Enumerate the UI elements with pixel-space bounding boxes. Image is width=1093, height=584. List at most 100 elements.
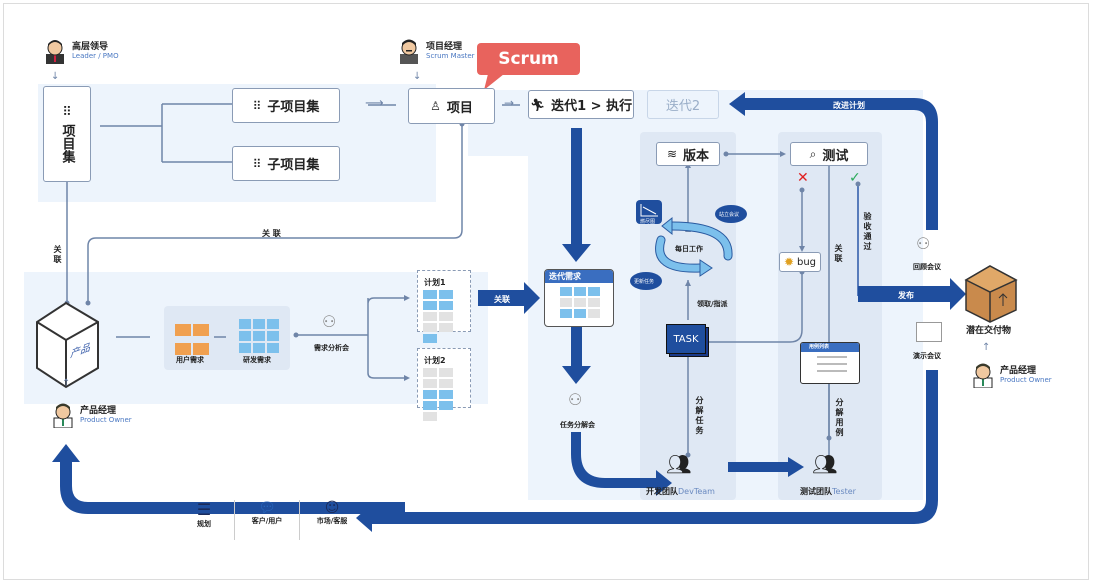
retro-meeting-icon: ⚇: [916, 234, 931, 253]
diagram-frame: [3, 3, 1089, 580]
dev-team-name: 开发团队: [646, 487, 678, 496]
dev-req-label: 研发需求: [243, 356, 271, 364]
test-team-label: 测试团队Tester: [800, 486, 856, 497]
update-task-label: 更新任务: [634, 279, 655, 285]
feedback-item[interactable]: ☺ 市场/客服: [306, 500, 358, 540]
test-team-en: Tester: [832, 487, 856, 496]
up-arrow-icon: ↑: [62, 378, 71, 389]
po-right-name: 产品经理: [1000, 365, 1037, 376]
divider: [234, 500, 235, 540]
grid-icon: ⠿: [252, 156, 262, 171]
grid-icon: ⠿: [62, 105, 72, 120]
po-right-subtitle: Product Owner: [1000, 375, 1052, 384]
bug-to-task: [708, 272, 803, 343]
list-icon: ☰: [196, 500, 212, 519]
claim-assign-label: 领取/指派: [697, 300, 728, 308]
improve-plan-label: 改进计划: [833, 101, 865, 110]
standup-label: 站立会议: [719, 212, 740, 218]
sm-down-arrow-icon: ↓: [413, 71, 422, 82]
divider: [299, 500, 300, 540]
user-req-label: 用户需求: [176, 356, 204, 364]
split-case-label: 分解用例: [835, 398, 844, 438]
sub-portfolio-box-2[interactable]: ⠿子项目集: [232, 146, 340, 181]
task-meeting-label: 任务分解会: [560, 421, 595, 429]
feedback-sources: ☰ 规划 💬︎ 客户/用户 ☺ 市场/客服: [180, 500, 358, 540]
plan-2-card[interactable]: 计划2: [417, 348, 471, 421]
role-product-owner-left: 产品经理 Product Owner: [52, 402, 132, 428]
product-owner-avatar-icon: [973, 363, 993, 388]
plan-1-label: 计划1: [424, 278, 446, 287]
deliverable-label: 潜在交付物: [966, 326, 1012, 336]
feedback-label: 市场/客服: [316, 517, 348, 525]
meeting-icon: ⚇: [568, 390, 583, 409]
link-arrow-label: 关联: [494, 295, 510, 304]
headset-icon: ☺: [324, 500, 340, 516]
project-box[interactable]: ♙ 项目: [408, 88, 495, 124]
scrum-master-avatar-icon: [400, 39, 418, 64]
layers-icon: ≋: [666, 147, 678, 161]
right-arrow-icon: ⟶: [365, 96, 384, 111]
burndown-label: 燃尽图: [640, 219, 656, 225]
test-box[interactable]: ⌕测试: [790, 142, 868, 166]
dev-team-icon: 👥︎: [666, 452, 692, 476]
chat-icon: 💬︎: [258, 500, 276, 516]
right-arrow-icon: →: [504, 96, 515, 110]
test-team-name: 测试团队: [800, 487, 832, 496]
project-label: 项目: [446, 100, 473, 116]
grid-icon: ⠿: [252, 98, 262, 113]
daily-work-label: 每日工作: [675, 245, 703, 253]
scrum-callout: Scrum: [477, 43, 580, 75]
iteration-1-label: 迭代1 > 执行: [551, 99, 633, 114]
scrum-master-name: 项目经理: [426, 41, 463, 52]
task-card[interactable]: TASK: [666, 324, 706, 354]
role-leader: 高层领导 Leader / PMO: [44, 38, 119, 64]
feedback-label: 客户/用户: [251, 517, 283, 525]
bug-box[interactable]: ✹bug: [779, 252, 821, 272]
iteration-1-box[interactable]: 🏃︎ 迭代1 > 执行: [528, 90, 634, 119]
test-link-label: 关联: [834, 244, 843, 264]
user-requirements-stickies: [174, 322, 210, 360]
portfolio-box[interactable]: ⠿ 项目集: [43, 86, 91, 182]
iteration-backlog-card[interactable]: 迭代需求: [544, 269, 614, 327]
split-task-label: 分解任务: [695, 396, 704, 436]
feedback-item[interactable]: 💬︎ 客户/用户: [241, 500, 293, 540]
role-product-owner-right: 产品经理 Product Owner: [972, 362, 1052, 388]
sub-portfolio-1-label: 子项目集: [267, 100, 320, 115]
fail-x-icon: ✕: [797, 170, 809, 186]
po-left-name: 产品经理: [80, 405, 117, 416]
role-scrum-master: 项目经理 Scrum Master: [398, 38, 475, 64]
iteration-2-label: 迭代2: [665, 99, 701, 114]
leader-down-arrow-icon: ↓: [51, 71, 60, 82]
iteration-2-box[interactable]: 迭代2: [647, 90, 719, 119]
req-meeting-label: 需求分析会: [314, 344, 349, 352]
accept-pass-label: 验收通过: [863, 212, 872, 252]
sub-portfolio-box-1[interactable]: ⠿ 子项目集: [232, 88, 340, 123]
dev-requirements-stickies: [238, 318, 282, 354]
leader-name: 高层领导: [72, 41, 109, 52]
case-list-card[interactable]: 用例列表: [800, 342, 860, 384]
release-label: 发布: [898, 291, 914, 300]
test-team-icon: 👥︎: [812, 452, 838, 476]
up-arrow-icon: ↑: [982, 342, 991, 353]
bug-label: bug: [797, 256, 817, 268]
dev-team-label: 开发团队DevTeam: [646, 486, 715, 497]
test-label: 测试: [822, 148, 849, 164]
product-owner-avatar-icon: [53, 403, 73, 428]
portfolio-connector: [100, 103, 232, 163]
meeting-icon: ⚇: [322, 312, 337, 331]
rocket-icon: ♙: [430, 99, 441, 113]
demo-label: 演示会议: [913, 352, 941, 360]
plan-1-card[interactable]: 计划1: [417, 270, 471, 343]
retro-label: 回顾会议: [913, 263, 941, 271]
project-product-link: [87, 124, 463, 303]
feedback-item[interactable]: ☰ 规划: [180, 500, 228, 540]
runner-icon: 🏃︎: [529, 97, 546, 112]
po-left-subtitle: Product Owner: [80, 415, 132, 424]
project-link-label: 关 联: [262, 229, 281, 238]
version-box[interactable]: ≋版本: [656, 142, 720, 166]
pass-check-icon: ✓: [849, 170, 861, 186]
